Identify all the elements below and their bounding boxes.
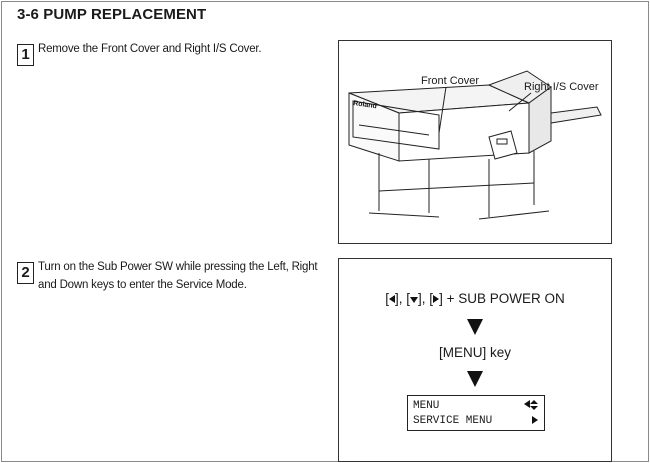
label-front-cover: Front Cover (421, 75, 480, 87)
bracket-open: [ (385, 291, 390, 306)
step-2-number: 2 (17, 262, 34, 284)
bracket-sep-1: ], [ (395, 291, 411, 306)
menu-key-line: [MENU] key (438, 345, 511, 360)
bracket-sep-2: ], [ (418, 291, 434, 306)
flow-arrow-down-icon (467, 319, 483, 335)
down-arrow-key-icon (410, 297, 419, 303)
lcd-left-up-down-icon (524, 400, 538, 412)
printer-logo-text: Roland (353, 100, 377, 110)
step-1-text: Remove the Front Cover and Right I/S Cov… (38, 43, 262, 55)
figure-printer-covers: Roland Front Cover Right I/S Cover (338, 40, 612, 244)
page-title: 3-6 PUMP REPLACEMENT (17, 6, 207, 23)
step-2-text: Turn on the Sub Power SW while pressing … (38, 258, 318, 294)
lcd-row-2: SERVICE MENU (413, 415, 493, 427)
figure-service-mode-sequence: [ ], [ ], [ ] + SUB POWER ON [MENU] key MEN… (338, 258, 612, 462)
left-arrow-key-icon (389, 295, 396, 303)
printer-illustration: Roland (348, 70, 602, 220)
right-arrow-key-icon (433, 295, 440, 303)
key-combination-line: [ ], [ ], [ ] + SUB POWER ON (339, 291, 611, 306)
lcd-display: MENU SERVICE MENU (407, 395, 545, 431)
sub-power-on-text: ] + SUB POWER ON (439, 291, 565, 306)
step-2-text-line2: and Down keys to enter the Service Mode. (38, 279, 247, 291)
lcd-row-1: MENU (413, 400, 440, 412)
step-2-text-line1: Turn on the Sub Power SW while pressing … (38, 261, 318, 273)
lcd-right-icon (532, 416, 538, 428)
flow-arrow-down-icon (467, 371, 483, 387)
step-1-number: 1 (17, 44, 34, 66)
label-right-is-cover: Right I/S Cover (524, 81, 599, 93)
